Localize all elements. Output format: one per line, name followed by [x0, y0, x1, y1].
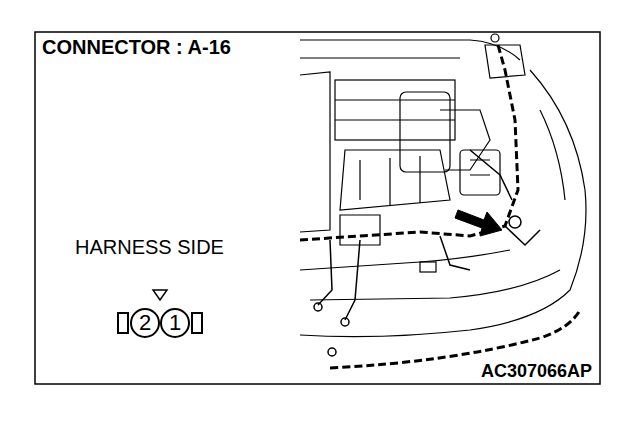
engine-bay — [300, 34, 586, 337]
frame — [35, 32, 600, 384]
title: CONNECTOR : A-16 — [42, 36, 231, 58]
branch-wires — [314, 150, 540, 356]
connector-tab — [118, 313, 128, 333]
locator-arrow — [455, 210, 502, 236]
connector-tab — [192, 313, 202, 333]
pin-circle: 1 — [160, 308, 190, 338]
lock-mark — [153, 290, 167, 300]
pin-circle: 2 — [130, 308, 160, 338]
pin-number: 1 — [169, 312, 181, 334]
pin-number: 2 — [139, 312, 151, 334]
figure-code: AC307066AP — [481, 362, 592, 382]
view-label: HARNESS SIDE — [75, 236, 224, 258]
wiring-harness — [300, 45, 580, 368]
